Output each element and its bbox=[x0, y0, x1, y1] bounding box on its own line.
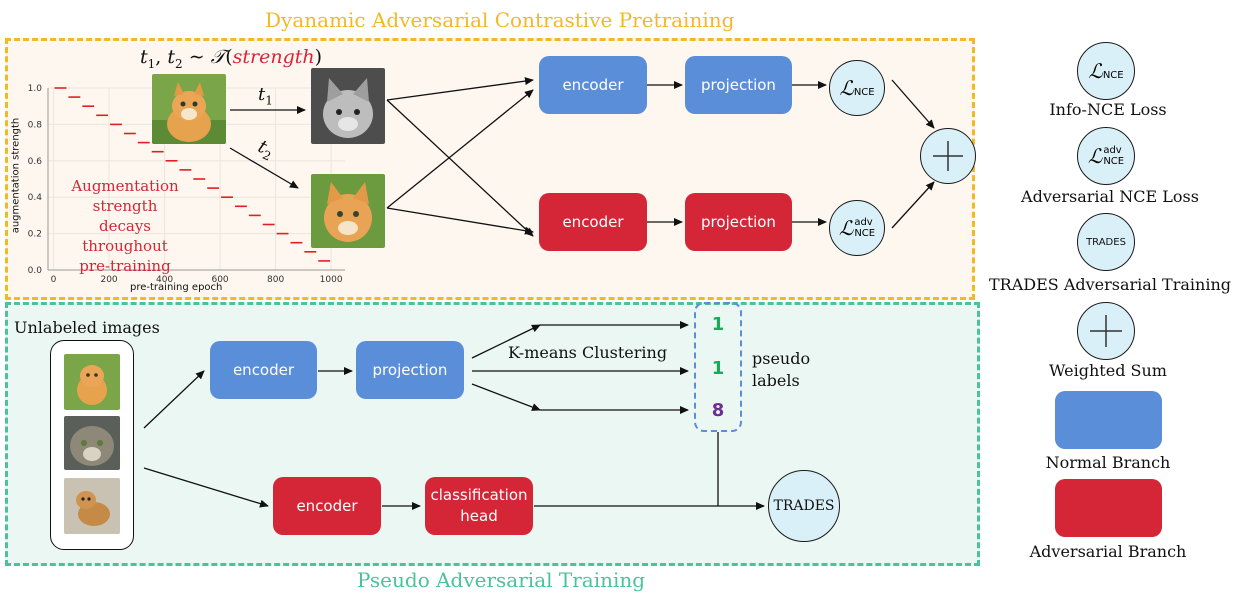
classification-head-line: classification bbox=[430, 486, 528, 504]
nce-subscript: NCE bbox=[853, 86, 875, 98]
adversarial-nce-loss-circle: ℒ adv NCE bbox=[829, 200, 885, 256]
pseudo-label-value: 8 bbox=[711, 400, 725, 421]
adversarial-encoder-box-bottom: encoder bbox=[273, 477, 381, 535]
weighted-sum-circle bbox=[920, 128, 976, 184]
legend-info-nce-label: Info-NCE Loss bbox=[1049, 100, 1167, 119]
legend-adv-nce-label: Adversarial NCE Loss bbox=[1021, 187, 1199, 206]
top-section-title: Dyanamic Adversarial Contrastive Pretrai… bbox=[265, 8, 735, 32]
caption-line: labels bbox=[752, 371, 800, 390]
kitten-augmented-image bbox=[311, 174, 385, 248]
pseudo-label-value: 1 bbox=[711, 314, 725, 335]
legend-adversarial-branch-swatch bbox=[1055, 479, 1162, 537]
x-tick-label: 800 bbox=[267, 275, 284, 285]
legend-adversarial-branch-label: Adversarial Branch bbox=[1029, 542, 1187, 561]
x-tick-label: 400 bbox=[156, 275, 173, 285]
adversarial-encoder-box: encoder bbox=[539, 193, 647, 251]
x-tick-label: 600 bbox=[211, 275, 228, 285]
annotation-line: pre-training bbox=[79, 257, 171, 275]
annotation-line: decays throughout bbox=[82, 217, 168, 255]
nce-subscript: NCE bbox=[854, 228, 876, 239]
plot-xlabel: pre-training epoch bbox=[130, 282, 223, 293]
y-tick-label: 0.4 bbox=[28, 193, 43, 203]
nce-subscript: NCE bbox=[1103, 156, 1125, 167]
y-tick-label: 0.0 bbox=[28, 266, 43, 276]
y-tick-label: 0.6 bbox=[28, 157, 43, 167]
plus-icon bbox=[1090, 315, 1122, 347]
t1-label: t1 bbox=[258, 84, 273, 108]
legend-weighted-sum-label: Weighted Sum bbox=[1049, 361, 1167, 380]
annotation-line: strength bbox=[92, 197, 158, 215]
legend-normal-branch-swatch bbox=[1055, 391, 1162, 449]
trades-label: TRADES bbox=[773, 498, 835, 514]
legend-adv-nce-circle: ℒ adv NCE bbox=[1077, 127, 1135, 185]
plot-annotation: Augmentation strength decays throughout … bbox=[60, 176, 190, 276]
y-tick-label: 1.0 bbox=[28, 84, 43, 94]
classification-head-line: head bbox=[460, 507, 498, 525]
x-tick-label: 200 bbox=[100, 275, 117, 285]
annotation-line: Augmentation bbox=[71, 177, 179, 195]
pseudo-labels-caption: pseudo labels bbox=[752, 348, 810, 392]
y-tick-label: 0.2 bbox=[28, 230, 42, 240]
kmeans-clustering-label: K-means Clustering bbox=[508, 343, 668, 362]
normal-projection-box: projection bbox=[685, 56, 792, 114]
classification-head-box: classification head bbox=[425, 477, 533, 535]
legend-weighted-sum-circle bbox=[1077, 302, 1135, 360]
pseudo-encoder-box: encoder bbox=[210, 341, 317, 399]
kitten-thumbnail bbox=[64, 354, 120, 410]
legend-trades-circle: TRADES bbox=[1077, 213, 1135, 271]
adversarial-projection-box: projection bbox=[685, 193, 792, 251]
pseudo-labels-box bbox=[694, 302, 742, 432]
caption-line: pseudo bbox=[752, 349, 811, 368]
legend-trades-circle-label: TRADES bbox=[1086, 236, 1126, 248]
x-tick-label: 0 bbox=[51, 275, 57, 285]
kitten-original-image bbox=[152, 74, 226, 144]
adv-superscript: adv bbox=[854, 217, 873, 228]
trades-circle: TRADES bbox=[768, 470, 840, 542]
pseudo-label-value: 1 bbox=[711, 358, 725, 379]
y-tick-label: 0.8 bbox=[28, 120, 43, 130]
bottom-section-title: Pseudo Adversarial Training bbox=[357, 568, 646, 592]
kitten-grayscale-image bbox=[311, 68, 385, 144]
pseudo-projection-box: projection bbox=[356, 341, 464, 399]
normal-encoder-box: encoder bbox=[539, 56, 647, 114]
plus-icon bbox=[933, 141, 963, 171]
unlabeled-images-label: Unlabeled images bbox=[14, 318, 160, 337]
legend-normal-branch-label: Normal Branch bbox=[1045, 453, 1171, 472]
transform-formula: t1, t2 ∼ 𝒯(strength) bbox=[140, 46, 323, 71]
x-tick-label: 1000 bbox=[320, 275, 343, 285]
nce-subscript: NCE bbox=[1102, 69, 1124, 81]
puppy-thumbnail bbox=[64, 478, 120, 534]
legend-trades-label: TRADES Adversarial Training bbox=[989, 275, 1231, 294]
tabby-cat-thumbnail bbox=[64, 416, 120, 470]
adv-superscript: adv bbox=[1103, 145, 1122, 156]
